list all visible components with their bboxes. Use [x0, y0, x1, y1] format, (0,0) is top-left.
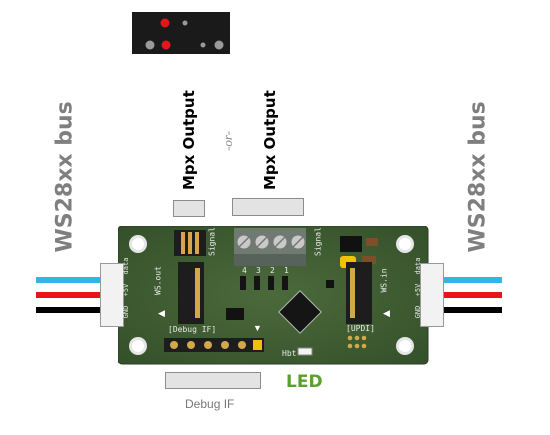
silk-channel-4: 4 — [242, 266, 247, 275]
arrow-left-icon: ◀ — [158, 308, 165, 318]
indicator-led-top-red — [160, 18, 170, 28]
indicator-device — [132, 12, 230, 54]
wire-left-data — [36, 277, 106, 283]
mpx-output-2-label: Mpx Output — [261, 90, 279, 190]
wire-right-gnd — [438, 307, 502, 313]
indicator-led-bottom-red — [161, 40, 171, 50]
wire-left-gnd — [36, 307, 106, 313]
transistor-component — [340, 236, 362, 252]
ws-bus-left-label: WS28xx bus — [52, 101, 78, 253]
mpx-header-1 — [174, 230, 206, 256]
silk-signal-left: Signal — [207, 227, 217, 256]
silk-debug-if: [Debug IF] — [168, 325, 217, 334]
hbt-led — [297, 347, 313, 356]
arrow-right-icon: ◀ — [383, 308, 390, 318]
silk-gnd-out: GND — [122, 305, 130, 319]
mounting-hole-bl — [129, 337, 147, 355]
pcb-board — [118, 226, 429, 365]
debug-header — [164, 338, 264, 352]
mpx-output-1-tab — [173, 200, 205, 217]
capacitor — [226, 308, 244, 320]
silk-updi: [UPDI] — [346, 324, 375, 333]
or-label: -or- — [220, 131, 235, 151]
ws-in-connector-body — [346, 262, 372, 324]
silk-channel-2: 2 — [270, 266, 275, 275]
debug-if-tab — [165, 372, 261, 389]
silk-hbt: Hbt — [282, 349, 297, 358]
screw-terminal — [234, 228, 306, 266]
silk-channel-1: 1 — [284, 266, 289, 275]
mpx-output-1-label: Mpx Output — [180, 90, 198, 190]
silk-signal-right: Signal — [313, 227, 323, 256]
ws-out-plug — [100, 263, 124, 327]
wire-right-data — [438, 277, 502, 283]
arrow-down-icon: ▼ — [253, 323, 262, 333]
led-label: LED — [286, 372, 323, 392]
mounting-hole-tr — [396, 235, 414, 253]
ws-in-plug — [420, 263, 444, 327]
wire-left-5v — [36, 292, 106, 298]
mpx-output-2-tab — [232, 198, 304, 216]
silk-channel-3: 3 — [256, 266, 261, 275]
ws-out-connector-body — [178, 262, 204, 324]
wire-right-5v — [438, 292, 502, 298]
ws-bus-right-label: WS28xx bus — [465, 101, 491, 253]
debug-if-label: Debug IF — [185, 397, 235, 411]
silk-ws-in: WS.in — [379, 268, 389, 293]
silk-gnd-in: GND — [414, 305, 422, 319]
mounting-hole-br — [396, 337, 414, 355]
microcontroller-chip — [278, 290, 322, 334]
mounting-hole-tl — [129, 235, 147, 253]
updi-header — [347, 335, 367, 349]
silk-ws-out: WS.out — [153, 266, 163, 295]
